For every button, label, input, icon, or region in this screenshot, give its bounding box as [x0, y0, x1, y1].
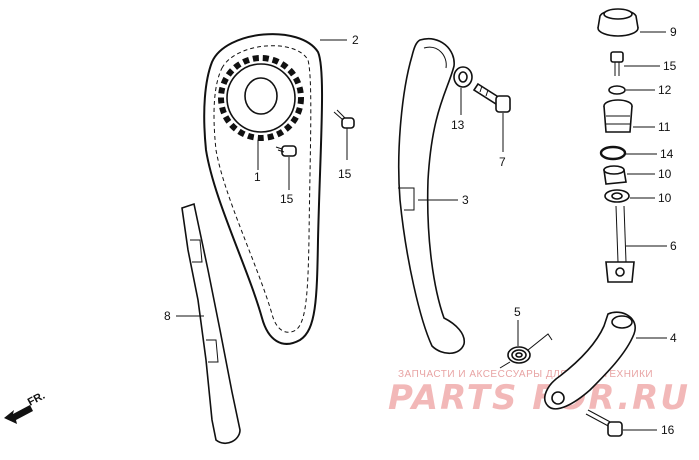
callouts: 2 1 15 15 3 13 7 9 15 12 11 14 10 10 6 8…: [164, 25, 677, 437]
callout-4: 4: [670, 331, 677, 345]
callout-8: 8: [164, 309, 171, 323]
front-direction-marker: FR.: [4, 390, 47, 424]
collar-upper: [603, 165, 627, 185]
callout-14: 14: [660, 147, 674, 161]
tensioner-body: [603, 99, 633, 133]
watermark-tagline: ЗАПЧАСТИ И АКСЕССУАРЫ ДЛЯ МОТОТЕХНИКИ: [398, 369, 653, 380]
tensioner-spring: [499, 333, 553, 369]
callout-9: 9: [670, 25, 677, 39]
collar-lower: [604, 189, 630, 203]
callout-5: 5: [514, 305, 521, 319]
callout-6: 6: [670, 239, 677, 253]
watermark-brand: PARTS FOR.RU: [388, 378, 690, 418]
tensioner-slipper: [397, 37, 466, 355]
callout-15-b: 15: [338, 167, 352, 181]
callout-11: 11: [658, 120, 671, 134]
callout-12: 12: [658, 83, 672, 97]
callout-15-a: 15: [280, 192, 294, 206]
callout-15-c: 15: [663, 59, 677, 73]
watermark: ЗАПЧАСТИ И АКСЕССУАРЫ ДЛЯ МОТОТЕХНИКИ PA…: [388, 369, 690, 418]
pivot-bolt: [472, 82, 511, 113]
cam-sprocket: [218, 55, 304, 141]
front-label: FR.: [26, 390, 47, 409]
callout-10-a: 10: [658, 167, 672, 181]
tensioner-cap: [597, 8, 639, 37]
sprocket-bolt-a: [275, 145, 297, 157]
arm-bolt: [585, 409, 623, 437]
callout-2: 2: [352, 33, 359, 47]
tensioner-arm: [544, 311, 636, 410]
leader-lines: [176, 31, 667, 431]
push-rod: [605, 205, 635, 283]
callout-3: 3: [462, 193, 469, 207]
o-ring: [599, 145, 627, 161]
callout-10-b: 10: [658, 191, 672, 205]
sealing-washer: [608, 85, 626, 95]
adjuster-bolt: [610, 51, 624, 76]
callout-13: 13: [451, 118, 465, 132]
washer: [453, 66, 473, 88]
callout-1: 1: [254, 170, 261, 184]
chain-guide: [181, 202, 241, 445]
sprocket-bolt-b: [333, 109, 355, 129]
callout-16: 16: [661, 423, 675, 437]
callout-7: 7: [499, 155, 506, 169]
